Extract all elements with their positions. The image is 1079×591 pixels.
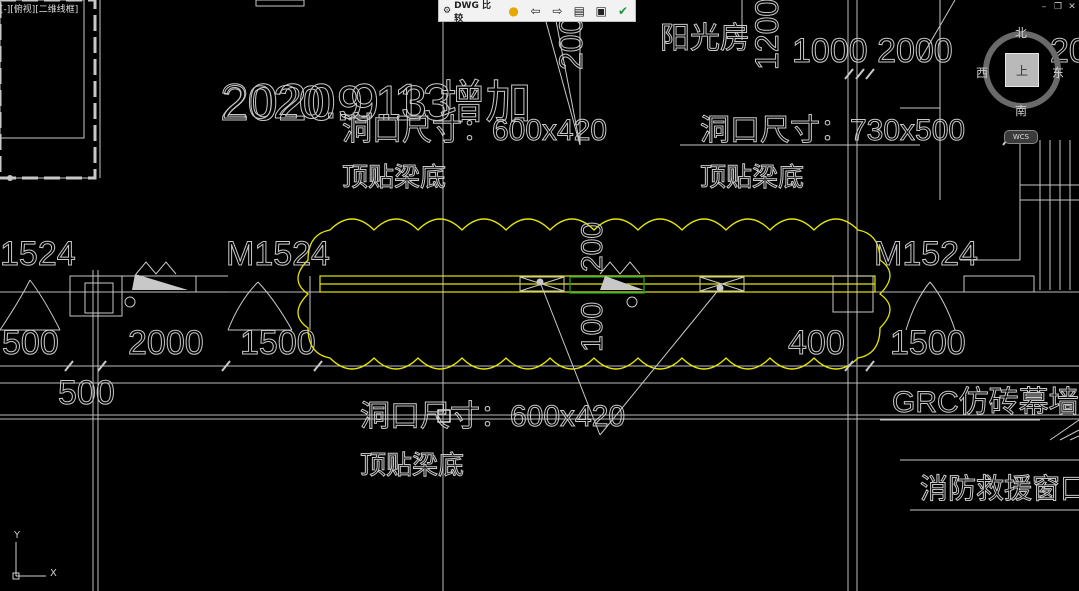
door-left-partial: 1524 <box>0 235 76 273</box>
minimize-icon[interactable]: – <box>1041 2 1047 12</box>
hole-size-1: 洞口尺寸：600x420 <box>342 114 607 147</box>
dim-1500-left: 1500 <box>240 324 316 362</box>
snapshot-icon[interactable]: ▣ <box>595 3 607 18</box>
snap-marker[interactable] <box>437 409 451 423</box>
window-frame-topleft <box>0 0 101 181</box>
viewcube-east[interactable]: 东 <box>1052 66 1065 80</box>
ucs-y-label: Y <box>14 530 21 541</box>
beam-bottom-2: 顶贴梁底 <box>700 162 804 192</box>
door-right: M1524 <box>874 235 978 273</box>
ucs-x-label: X <box>50 568 57 579</box>
door-left: M1524 <box>226 235 330 273</box>
gear-icon: ⚙ <box>443 5 452 16</box>
dims-top: 1000 2000 <box>792 32 953 70</box>
dim-100-vertical: 100 <box>576 302 609 352</box>
grc-wall-label: GRC仿砖幕墙 <box>892 386 1079 419</box>
dim-400: 400 <box>788 324 845 362</box>
revision-cloud <box>297 218 891 370</box>
dwg-compare-title-button[interactable]: ⚙ DWG 比较 <box>443 0 500 24</box>
hole-size-2: 洞口尺寸：730x500 <box>700 114 965 147</box>
beam-bottom-3: 顶贴梁底 <box>360 450 464 480</box>
dimension-ticks <box>64 68 1012 372</box>
wcs-menu[interactable]: WCS <box>1004 130 1038 144</box>
hole-size-3: 洞口尺寸：600x420 <box>360 400 625 433</box>
viewcube-ring <box>983 31 1061 109</box>
door-symbol-center <box>599 261 644 308</box>
top-structure <box>255 0 1079 290</box>
dwg-compare-toolbar: ⚙ DWG 比较 ● ⇦ ⇨ ▤ ▣ ✔ <box>438 0 636 24</box>
restore-icon[interactable]: ❐ <box>1053 2 1063 12</box>
viewcube-south[interactable]: 南 <box>1015 104 1028 118</box>
viewcube-west[interactable]: 西 <box>976 66 989 80</box>
viewport-controls[interactable]: [-][俯视][二维线框] <box>0 5 79 15</box>
fire-window-label: 消防救援窗口 <box>920 473 1079 504</box>
dim-1200-vertical: 1200 <box>749 0 785 70</box>
window-controls: – ❐ ✕ <box>1039 2 1077 12</box>
check-icon[interactable]: ✔ <box>617 3 629 18</box>
dim-200-vertical: 200 <box>576 222 609 272</box>
bulb-icon[interactable]: ● <box>508 3 519 18</box>
toolbar-title: DWG 比较 <box>454 0 491 24</box>
window-highlight <box>319 275 876 293</box>
revision-note-ghost: 2020.9.13 <box>220 74 451 132</box>
dim-1500-right: 1500 <box>890 324 966 362</box>
dim-500-below: 500 <box>58 374 115 412</box>
viewcube-north[interactable]: 北 <box>1015 26 1028 40</box>
beam-bottom-1: 顶贴梁底 <box>342 162 446 192</box>
leader-lines <box>536 144 724 436</box>
revision-note: 2020.9.13 增加 <box>222 76 531 128</box>
previous-icon[interactable]: ⇦ <box>530 3 541 18</box>
ucs-icon: Y X <box>6 530 66 585</box>
bottom-right-lines <box>880 419 1079 511</box>
dim-500-left: 500 <box>2 324 59 362</box>
export-icon[interactable]: ▤ <box>573 3 585 18</box>
close-icon[interactable]: ✕ <box>1068 2 1076 12</box>
viewcube[interactable]: 北 南 东 西 上 <box>976 26 1065 118</box>
next-icon[interactable]: ⇨ <box>552 3 563 18</box>
door-symbol-left <box>132 261 188 290</box>
dim-2000: 2000 <box>128 324 204 362</box>
viewcube-top-face[interactable]: 上 <box>1005 53 1039 87</box>
sunroom-label: 阳光房 <box>660 22 750 55</box>
